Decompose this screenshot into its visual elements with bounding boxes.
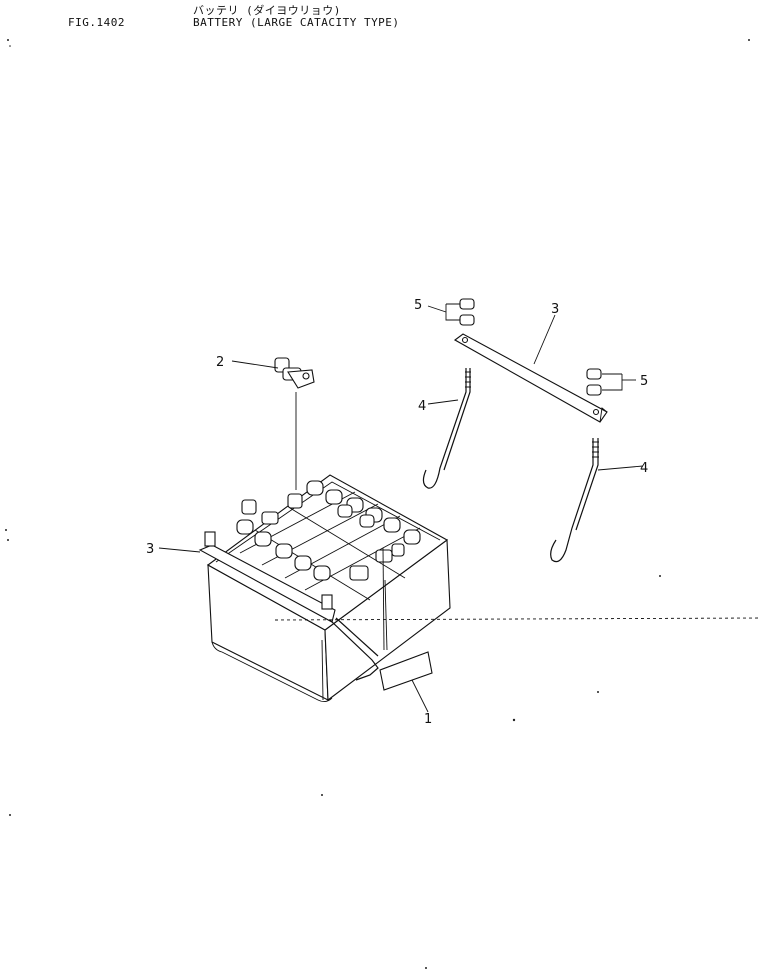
callout-4-left: 4 — [418, 399, 426, 414]
scan-specks — [5, 39, 750, 969]
hold-down-bracket — [453, 333, 608, 423]
nuts-upper — [459, 298, 475, 326]
callout-3-battery: 3 — [146, 542, 154, 557]
terminal-clamp — [274, 357, 315, 389]
callout-3-bracket: 3 — [551, 302, 559, 317]
title-english: BATTERY (LARGE CATACITY TYPE) — [193, 16, 400, 29]
battery-terminals — [241, 493, 405, 581]
title-japanese: バッテリ (ダイヨウリョウ) — [193, 4, 341, 17]
leader-lines — [158, 303, 644, 713]
figure-number: FIG.1402 — [68, 16, 125, 29]
nuts-lower — [586, 368, 602, 396]
callout-2: 2 — [216, 355, 224, 370]
callout-5-lower: 5 — [640, 374, 648, 389]
callout-5-upper: 5 — [414, 298, 422, 313]
battery — [206, 474, 451, 703]
callout-4-right: 4 — [640, 461, 648, 476]
j-bolt-left — [422, 368, 471, 489]
vent-caps — [236, 480, 421, 581]
j-bolt-right — [550, 438, 599, 563]
installed-bracket — [198, 531, 760, 681]
callout-1: 1 — [424, 712, 432, 727]
